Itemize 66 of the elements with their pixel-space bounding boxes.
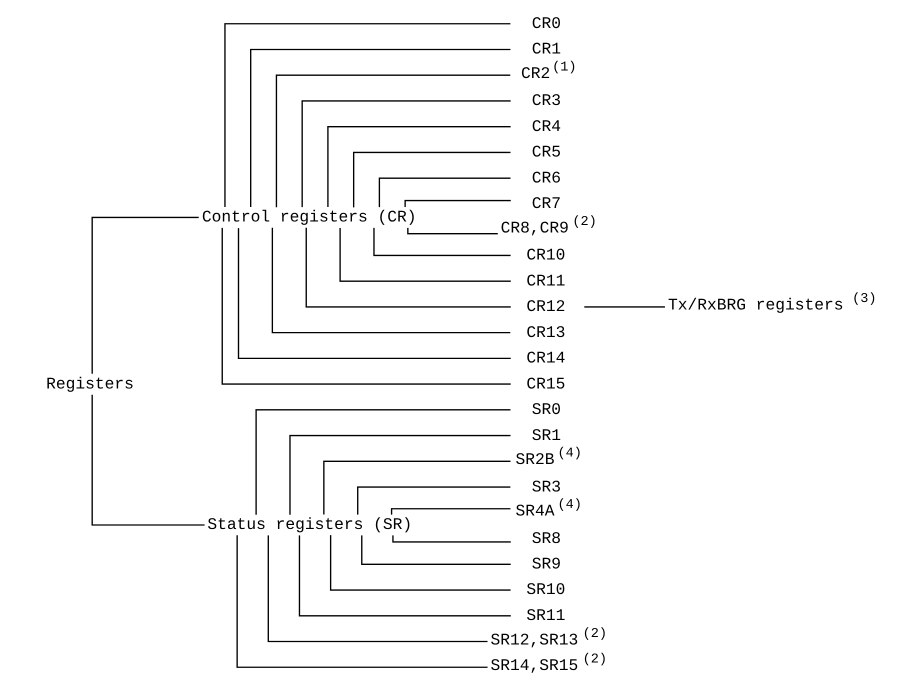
connector [306,228,511,308]
connector [361,535,511,565]
node-label: (1) [552,60,576,76]
connector [404,200,511,208]
connector [373,228,511,256]
node-text: CR3 [532,91,562,110]
node-text: Registers [46,374,134,394]
node-text: CR8,CR9 [500,218,569,238]
connector [238,228,511,360]
connector [298,535,511,616]
node-text: CR2 [520,64,550,84]
node-label: (4) [558,446,582,462]
connector [390,508,510,515]
connector [302,100,511,208]
connector [357,486,510,515]
node-text: CR11 [526,271,566,290]
connector [323,460,510,514]
node-label: (4) [558,498,582,514]
node-text: SR2B [516,450,555,470]
node-text: CR10 [526,246,566,265]
node-text: SR10 [526,580,566,600]
node-text: Status registers (SR) [207,515,412,534]
node-text: SR4A [516,502,555,521]
connector [392,535,511,543]
node-text: SR0 [532,400,562,420]
node-text: SR11 [526,606,566,625]
node-text: SR9 [532,554,562,574]
node-text: SR8 [532,528,562,548]
connector [407,228,498,234]
node-text: SR14,SR15 [490,656,578,676]
connector [255,409,510,515]
connector [272,228,510,334]
connector [330,535,511,591]
connector [584,306,665,308]
node-text: CR14 [526,348,566,368]
node-text: CR6 [532,168,562,188]
node-text: SR12,SR13 [490,630,578,650]
connector [224,23,510,208]
node-text: CR4 [532,116,562,136]
connector [289,434,510,515]
node-label: (3) [852,292,877,308]
node-text: CR5 [532,142,562,162]
node-label: (2) [582,626,607,642]
connector [250,48,510,207]
node-text: CR13 [526,322,566,342]
node-text: CR12 [526,297,566,316]
connector [327,126,511,208]
node-text: CR15 [526,374,566,394]
connector [236,535,488,668]
node-label: (2) [582,652,607,668]
node-text: Control registers (CR) [202,208,416,227]
connector [222,228,511,385]
connector [268,535,488,642]
connector [339,228,511,282]
connector [92,394,205,526]
node-text: CR0 [532,14,562,33]
node-text: CR1 [532,40,562,59]
node-label: (2) [572,215,597,230]
connector [92,216,199,374]
node-text: Tx/RxBRG registers [668,296,844,315]
connector [378,178,511,208]
node-text: SR1 [532,426,562,445]
node-text: CR7 [532,194,562,214]
connector [352,152,510,208]
node-text: SR3 [532,477,562,496]
connector [276,74,510,208]
